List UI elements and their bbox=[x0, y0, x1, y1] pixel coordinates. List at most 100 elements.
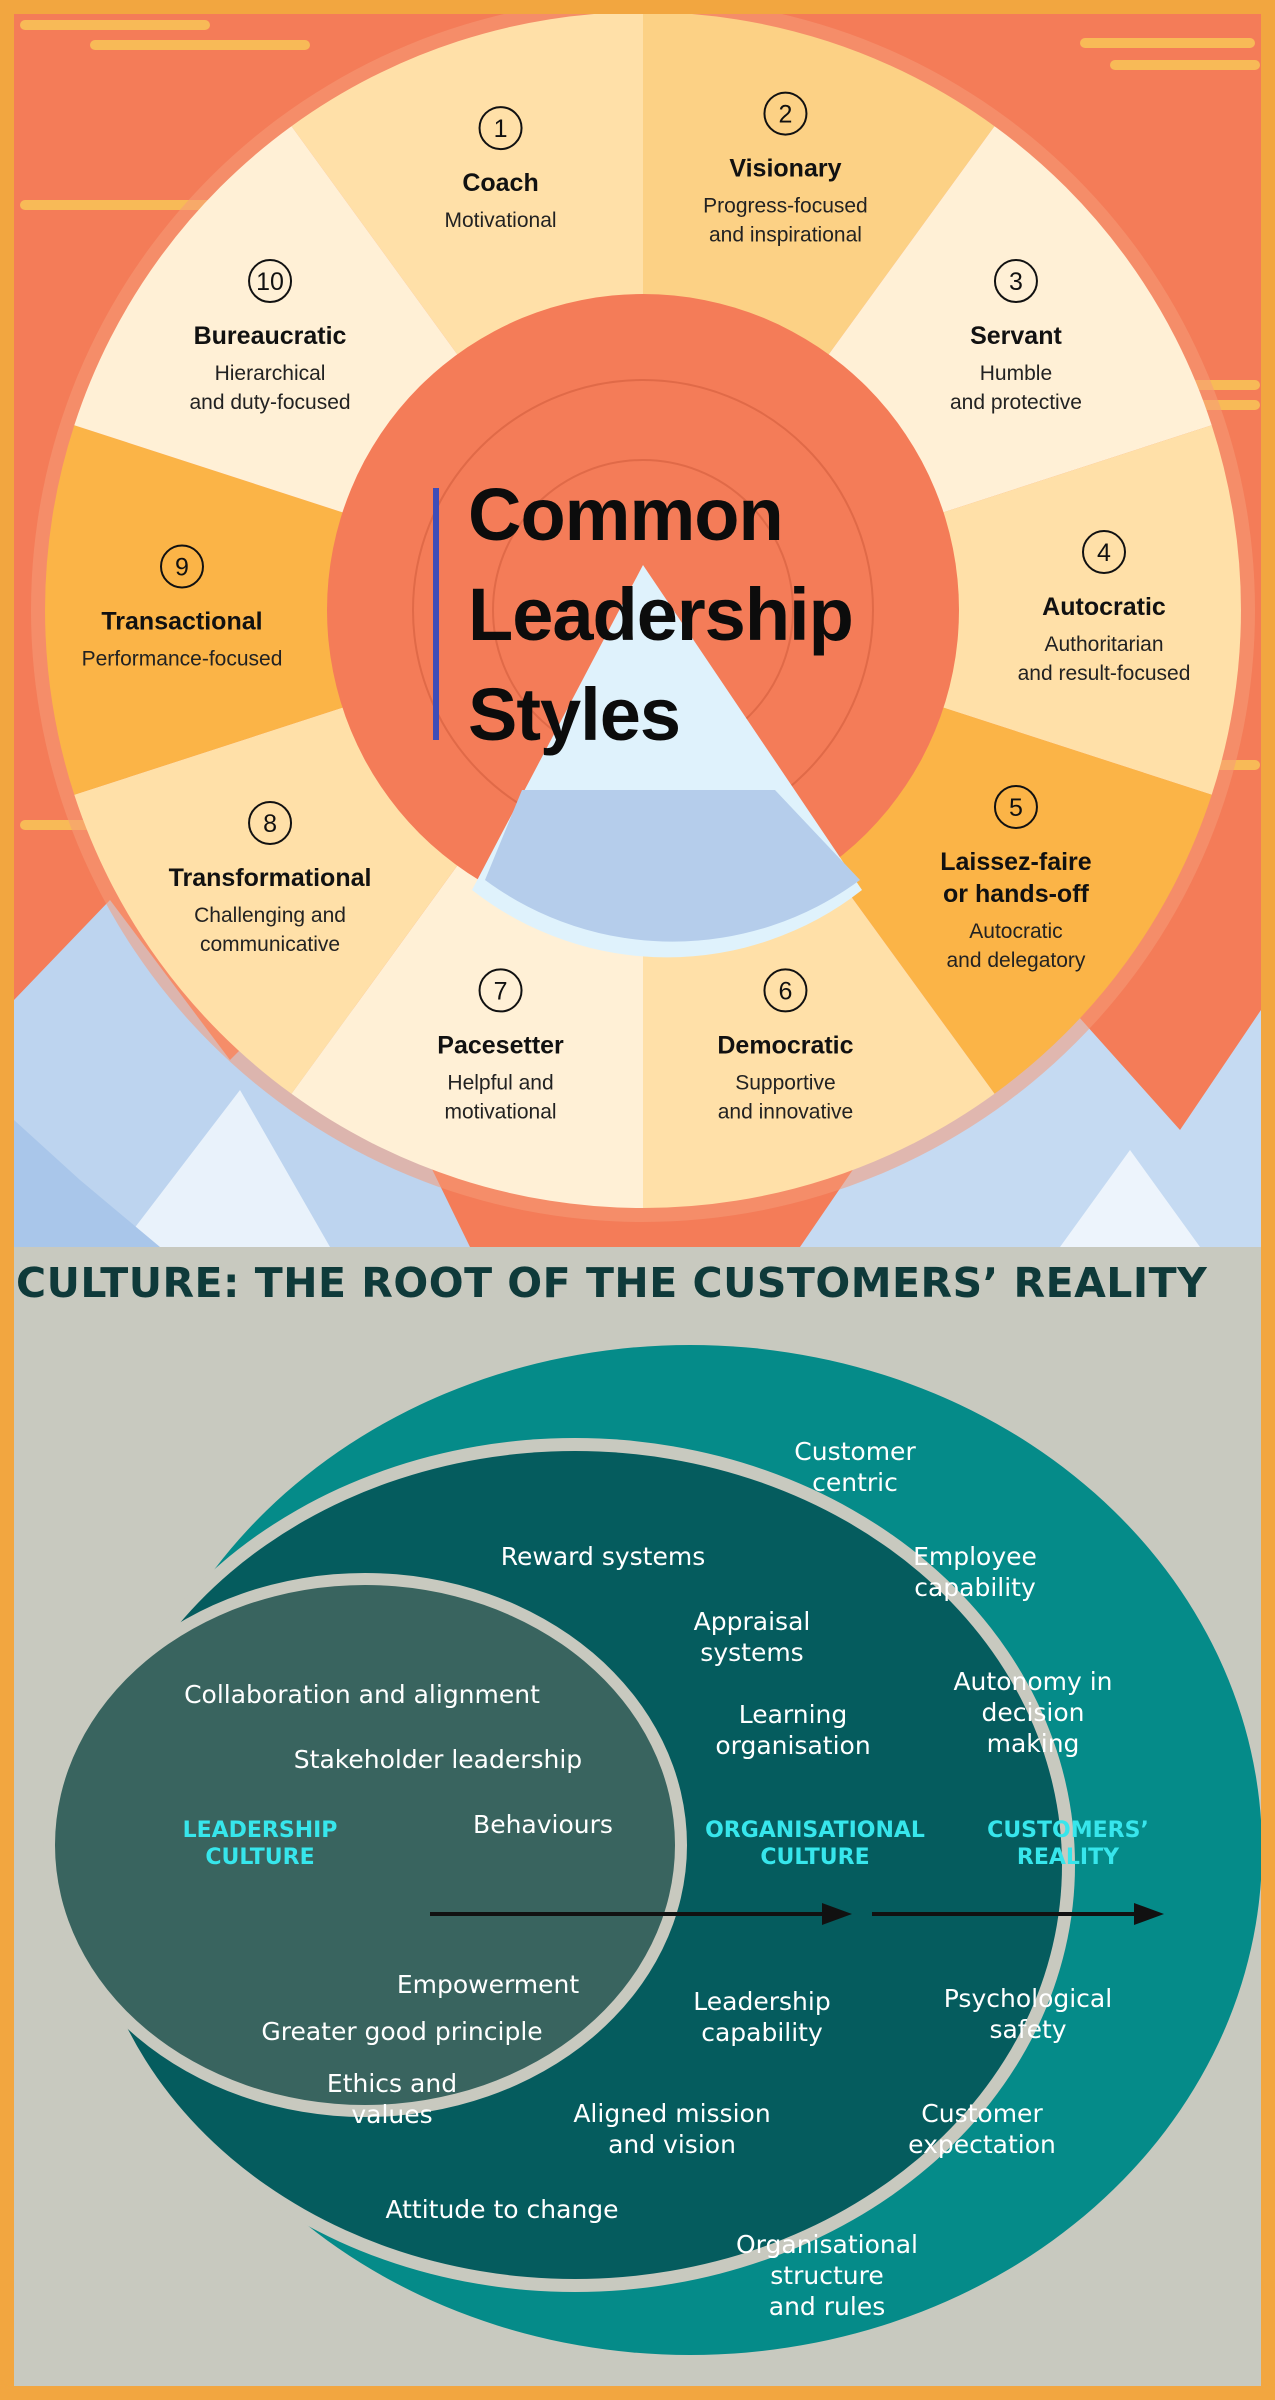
style-title: Servant bbox=[970, 322, 1062, 350]
culture-banner-title: CULTURE: THE ROOT OF THE CUSTOMERS’ REAL… bbox=[16, 1259, 1208, 1307]
style-title: Autocratic bbox=[1042, 593, 1166, 621]
style-subtitle: Progress-focused bbox=[703, 195, 868, 218]
culture-panel: CULTURE: THE ROOT OF THE CUSTOMERS’ REAL… bbox=[14, 1247, 1261, 2386]
style-subtitle: Autocratic bbox=[969, 920, 1062, 943]
mountain-shape bbox=[14, 1120, 160, 1247]
culture-headings: LEADERSHIPCULTUREORGANISATIONALCULTURECU… bbox=[183, 1818, 1149, 1870]
title-accent-bar bbox=[433, 488, 439, 740]
mountain-shape bbox=[1060, 1150, 1200, 1247]
culture-item-text: Greater good principle bbox=[261, 2017, 542, 2046]
number-circle-icon bbox=[763, 91, 808, 136]
decorative-stripe bbox=[20, 20, 210, 30]
heading-organisational: CULTURE bbox=[760, 1845, 869, 1870]
style-subtitle: Hierarchical bbox=[215, 362, 326, 385]
number-circle-icon bbox=[1082, 530, 1126, 574]
culture-item-text: capability bbox=[914, 1573, 1036, 1602]
leadership-styles-panel: Common Leadership Styles 1CoachMotivatio… bbox=[14, 14, 1261, 1247]
style-title: Laissez-faire bbox=[940, 848, 1092, 876]
decorative-stripe bbox=[1080, 38, 1255, 48]
culture-item-text: Stakeholder leadership bbox=[294, 1745, 582, 1774]
culture-item-text: safety bbox=[989, 2015, 1066, 2044]
style-subtitle: Challenging and bbox=[194, 904, 346, 927]
culture-item-text: Autonomy in bbox=[953, 1667, 1112, 1696]
style-number: 9 bbox=[175, 554, 189, 582]
number-circle-icon bbox=[763, 968, 808, 1013]
culture-item-text: making bbox=[987, 1729, 1080, 1758]
style-subtitle: Performance-focused bbox=[82, 648, 283, 671]
culture-item-collaboration: Collaboration and alignment bbox=[184, 1680, 540, 1709]
style-number: 7 bbox=[494, 977, 508, 1005]
culture-item-text: Leadership bbox=[693, 1987, 830, 2016]
culture-item-text: Employee bbox=[913, 1542, 1037, 1571]
style-title: Bureaucratic bbox=[194, 322, 347, 350]
style-title: Democratic bbox=[717, 1031, 853, 1059]
style-subtitle: and delegatory bbox=[946, 949, 1085, 972]
number-circle-icon bbox=[993, 784, 1038, 829]
wheel-hub: Common Leadership Styles bbox=[327, 294, 959, 958]
culture-item-text: capability bbox=[701, 2018, 823, 2047]
culture-item-text: Aligned mission bbox=[573, 2099, 770, 2128]
culture-item-text: Organisational bbox=[736, 2230, 918, 2259]
culture-item-text: Attitude to change bbox=[385, 2195, 618, 2224]
decorative-stripe bbox=[90, 40, 310, 50]
mountain-shape bbox=[120, 1090, 330, 1247]
heading-customers: REALITY bbox=[1017, 1845, 1120, 1870]
style-number: 1 bbox=[494, 115, 508, 143]
heading-customers: CUSTOMERS’ bbox=[987, 1818, 1149, 1843]
number-circle-icon bbox=[248, 800, 293, 845]
culture-item-stakeholder: Stakeholder leadership bbox=[294, 1745, 582, 1774]
culture-item-greater-good: Greater good principle bbox=[261, 2017, 542, 2046]
culture-item-empowerment: Empowerment bbox=[397, 1970, 580, 1999]
wheel-title-line-1: Common bbox=[468, 473, 783, 556]
number-circle-icon bbox=[248, 259, 293, 304]
hub-mountain-shade bbox=[485, 790, 860, 942]
style-subtitle: Motivational bbox=[445, 209, 557, 232]
style-number: 3 bbox=[1009, 268, 1023, 296]
culture-item-text: Appraisal bbox=[694, 1607, 811, 1636]
style-number: 2 bbox=[779, 101, 793, 129]
culture-item-text: Behaviours bbox=[473, 1810, 613, 1839]
heading-organisational: ORGANISATIONAL bbox=[705, 1818, 925, 1843]
number-circle-icon bbox=[478, 106, 523, 151]
style-subtitle: and inspirational bbox=[709, 224, 862, 247]
culture-item-text: and rules bbox=[769, 2292, 885, 2321]
style-title: Transformational bbox=[169, 864, 372, 892]
style-title: Transactional bbox=[101, 608, 262, 636]
number-circle-icon bbox=[993, 259, 1038, 304]
heading-leadership: LEADERSHIP bbox=[183, 1818, 338, 1843]
culture-item-text: values bbox=[351, 2100, 432, 2129]
style-subtitle: and protective bbox=[950, 391, 1082, 414]
culture-item-attitude: Attitude to change bbox=[385, 2195, 618, 2224]
culture-item-text: centric bbox=[812, 1468, 898, 1497]
wheel-title-line-3: Styles bbox=[468, 673, 680, 756]
style-subtitle: and innovative bbox=[718, 1100, 853, 1123]
arrow-head-icon bbox=[1134, 1903, 1164, 1925]
style-number: 10 bbox=[256, 268, 284, 296]
number-circle-icon bbox=[160, 544, 204, 589]
culture-item-text: expectation bbox=[908, 2130, 1056, 2159]
culture-item-text: structure bbox=[770, 2261, 883, 2290]
culture-item-text: Collaboration and alignment bbox=[184, 1680, 540, 1709]
culture-item-text: decision bbox=[981, 1698, 1084, 1727]
style-subtitle: communicative bbox=[200, 933, 340, 956]
wheel-title-line-2: Leadership bbox=[468, 573, 853, 656]
mountain-shape bbox=[14, 900, 470, 1247]
style-number: 6 bbox=[779, 977, 793, 1005]
culture-arrows bbox=[430, 1903, 1164, 1925]
